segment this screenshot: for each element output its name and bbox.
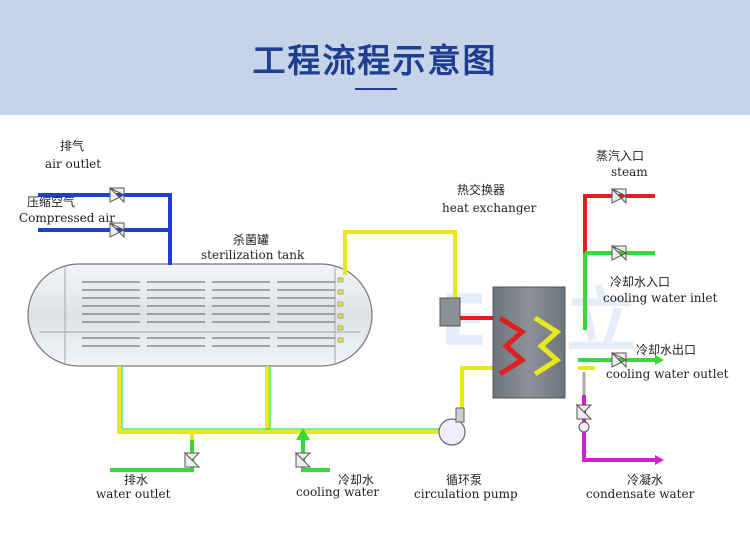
heat-exchanger xyxy=(439,286,566,399)
label-condensate-zh: 冷凝水 xyxy=(627,472,663,487)
cooling-water-arrow xyxy=(296,428,310,440)
valve-condensate-icon xyxy=(575,403,593,420)
label-cooling-outlet-zh: 冷却水出口 xyxy=(636,343,696,357)
page-title: 工程流程示意图 xyxy=(252,41,498,80)
label-pump-zh: 循环泵 xyxy=(446,473,482,487)
label-cooling-outlet-en: cooling water outlet xyxy=(606,367,729,381)
air-pipes xyxy=(38,193,172,265)
title-underline xyxy=(355,88,397,90)
tank-trays xyxy=(82,281,335,347)
label-water-outlet-zh: 排水 xyxy=(124,473,148,487)
valve-cooling-outlet-icon xyxy=(611,351,628,369)
label-pump-en: circulation pump xyxy=(414,487,518,501)
condensate-pipe xyxy=(582,395,655,462)
steam-trap-icon xyxy=(578,421,590,433)
loop-inner-lines xyxy=(121,366,440,430)
label-condensate-en: condensate water xyxy=(586,487,695,501)
label-heat-exchanger-zh: 热交换器 xyxy=(457,182,505,197)
circulation-pump xyxy=(438,407,466,446)
label-tank-en: sterilization tank xyxy=(201,248,305,262)
label-heat-exchanger-en: heat exchanger xyxy=(442,201,537,215)
valve-cooling-water-icon xyxy=(294,451,312,468)
valve-steam-icon xyxy=(611,187,628,205)
label-air-outlet-zh: 排气 xyxy=(60,138,84,153)
valve-air-outlet-icon xyxy=(109,186,126,204)
valve-compressed-air-icon xyxy=(109,221,126,239)
label-compressed-air-zh: 压缩空气 xyxy=(27,194,75,209)
label-cooling-inlet-zh: 冷却水入口 xyxy=(610,275,670,289)
header-banner: 工程流程示意图 xyxy=(0,0,750,115)
cooling-outlet-arrow xyxy=(655,355,664,365)
label-cooling-water-en: cooling water xyxy=(296,485,379,499)
valve-cooling-inlet-icon xyxy=(611,244,628,262)
label-steam-zh: 蒸汽入口 xyxy=(596,148,644,163)
label-steam-en: steam xyxy=(611,165,648,179)
label-cooling-inlet-en: cooling water inlet xyxy=(603,291,717,305)
label-cooling-water-zh: 冷却水 xyxy=(338,473,374,487)
label-compressed-air-en: Compressed air xyxy=(19,211,115,225)
label-tank-zh: 杀菌罐 xyxy=(233,232,269,247)
sterilization-tank xyxy=(27,263,373,367)
label-air-outlet-en: air outlet xyxy=(45,157,101,171)
valve-water-outlet-icon xyxy=(183,451,201,468)
condensate-arrow xyxy=(655,455,664,465)
label-water-outlet-en: water outlet xyxy=(96,487,171,501)
tank-spray-nozzles xyxy=(337,277,344,343)
